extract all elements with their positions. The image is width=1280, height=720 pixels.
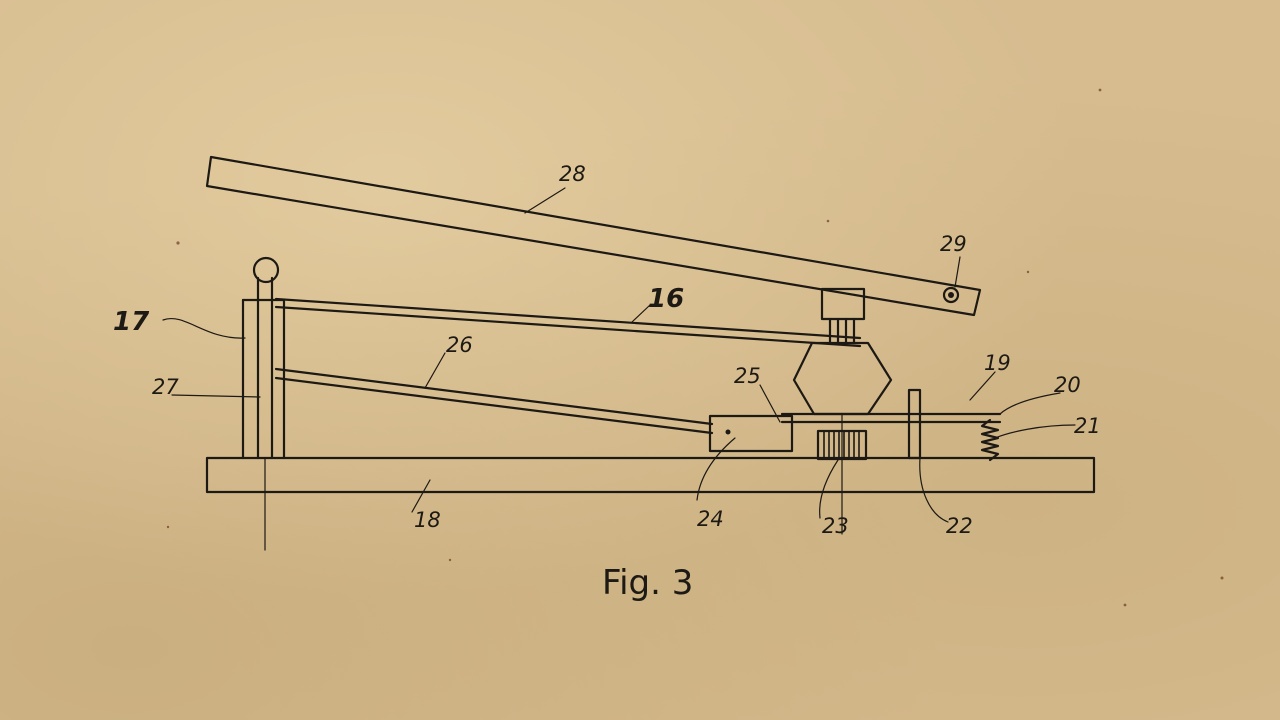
label-20: 20 — [1054, 373, 1081, 397]
label-23: 23 — [822, 514, 849, 538]
post-column — [241, 256, 286, 551]
paper-specks — [166, 88, 1224, 607]
spring — [980, 418, 1000, 462]
plunger — [820, 287, 866, 345]
label-26: 26 — [446, 333, 473, 357]
label-25: 25 — [734, 364, 761, 388]
label-27: 27 — [152, 375, 179, 399]
label-21: 21 — [1074, 414, 1101, 438]
knurled-coil — [816, 413, 868, 535]
label-29: 29 — [940, 232, 967, 256]
figure-caption: Fig. 3 — [602, 563, 693, 603]
label-22: 22 — [946, 514, 973, 538]
hex-weight — [792, 341, 893, 416]
base-board — [205, 456, 1096, 494]
label-17: 17 — [113, 307, 150, 337]
rod-16 — [274, 297, 862, 348]
lever-bar — [780, 412, 1002, 424]
rod-26 — [274, 367, 714, 435]
leader-lines — [162, 187, 1076, 523]
slide-block — [708, 414, 794, 453]
label-18: 18 — [414, 508, 441, 532]
pedal-plank — [205, 155, 982, 317]
label-19: 19 — [984, 351, 1011, 375]
label-16: 16 — [648, 284, 684, 314]
label-24: 24 — [697, 507, 724, 531]
reference-labels: 28 29 16 17 26 27 25 19 20 21 18 24 23 2… — [113, 162, 1101, 538]
label-28: 28 — [559, 162, 586, 186]
guide-pin — [907, 388, 922, 460]
